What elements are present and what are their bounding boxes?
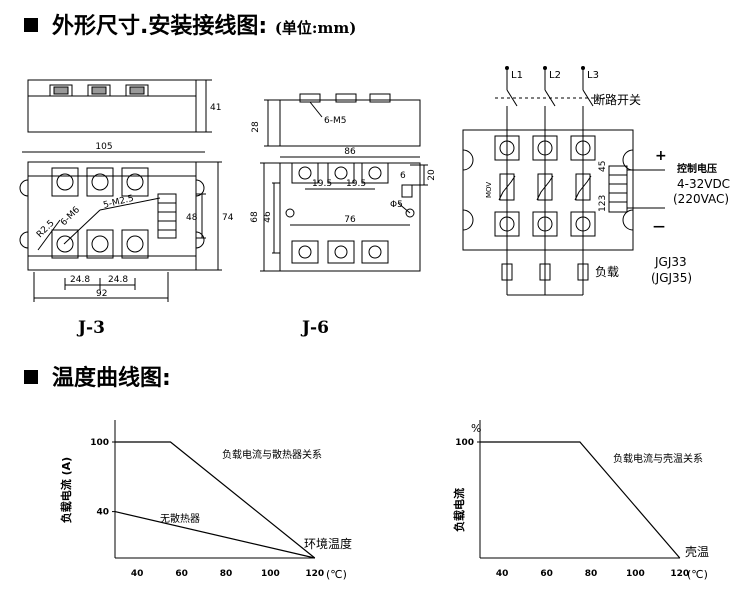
j6-width-dim: 86 bbox=[344, 147, 356, 157]
chart2-x-tick: 40 bbox=[496, 569, 509, 579]
chart1-y-tick: 40 bbox=[96, 508, 109, 518]
chart2-x-tick: 80 bbox=[585, 569, 598, 579]
unit-label: (单位:mm) bbox=[274, 19, 357, 37]
minus-sign: — bbox=[653, 219, 665, 233]
chart1-x-tick: 120 bbox=[305, 569, 324, 579]
j3-drawing: 41 105 48 74 24.8 24.8 92 R2.5 6-M6 5-M2… bbox=[19, 79, 234, 302]
chart2-x-tick: 60 bbox=[540, 569, 553, 579]
chart2-x-tick: 100 bbox=[626, 569, 645, 579]
chart2-x-tick: 120 bbox=[670, 569, 689, 579]
section-title: 外形尺寸.安装接线图: bbox=[52, 14, 268, 39]
bullet-icon bbox=[24, 18, 38, 32]
j3-m6-label: 6-M6 bbox=[59, 205, 82, 228]
j6-pitch-1: 19.5 bbox=[312, 179, 332, 189]
chart2-series-line-0 bbox=[480, 441, 681, 559]
chart1-y-label: 负载电流 (A) bbox=[60, 457, 73, 523]
breaker-label: 断路开关 bbox=[593, 92, 641, 107]
chart1-x-tick: 100 bbox=[261, 569, 280, 579]
j6-drawing: 28 6-M5 86 6 19.5 19.5 20 Φ5 68 46 76 bbox=[250, 93, 437, 272]
chart1-y-tick: 100 bbox=[90, 438, 109, 448]
phase-label-l1: L1 bbox=[511, 70, 523, 81]
control-voltage-ac: (220VAC) bbox=[673, 192, 729, 206]
control-voltage-dc: 4-32VDC bbox=[677, 177, 730, 191]
chart2-x-unit: (℃) bbox=[687, 568, 708, 581]
chart1-series-line-1 bbox=[114, 511, 315, 559]
j3-caption: J-3 bbox=[78, 318, 105, 338]
model-number: JGJ33 bbox=[654, 255, 687, 269]
chart2-y-label: 负载电流 bbox=[452, 488, 466, 532]
chart2-annotation-relation: 负载电流与壳温关系 bbox=[613, 452, 703, 465]
plus-sign: + bbox=[655, 148, 667, 164]
chart1-x-tick: 80 bbox=[220, 569, 233, 579]
section-heading-temperature: 温度曲线图: bbox=[24, 360, 171, 392]
chart1-x-tick: 40 bbox=[131, 569, 144, 579]
j6-76-dim: 76 bbox=[344, 215, 356, 225]
section-title-temperature: 温度曲线图: bbox=[52, 366, 171, 391]
j3-width-dim: 105 bbox=[95, 142, 112, 152]
wiring-diagram: L1 L2 L3 断路开关 + — 控制电压 4-32VDC (220VAC) … bbox=[462, 66, 730, 296]
section-heading-dimensions: 外形尺寸.安装接线图: (单位:mm) bbox=[24, 8, 356, 40]
j3-bottom-dim: 92 bbox=[96, 289, 107, 299]
j3-right-inner-dim: 48 bbox=[186, 213, 198, 223]
model-number-alt: (JGJ35) bbox=[651, 271, 692, 285]
j6-pitch-2: 19.5 bbox=[346, 179, 366, 189]
chart1-annotation-ambient: 环境温度 bbox=[304, 536, 352, 551]
chart2-y-tick: 100 bbox=[455, 438, 474, 448]
j3-pitch-2: 24.8 bbox=[108, 275, 128, 285]
j6-m5-label: 6-M5 bbox=[324, 116, 346, 126]
chart-case-temp: 40 60 80 100 120 100 % 负载电流 (℃) 负载电流与壳温关系 壳温 bbox=[452, 420, 709, 581]
j6-hole-dim: Φ5 bbox=[390, 200, 403, 210]
j6-left-outer-dim: 68 bbox=[250, 211, 260, 223]
load-label: 负载 bbox=[595, 265, 619, 279]
mov-label: MOV bbox=[485, 182, 493, 198]
j6-six-dim: 6 bbox=[400, 171, 406, 181]
chart2-annotation-case: 壳温 bbox=[685, 545, 709, 559]
j6-left-inner-dim: 46 bbox=[263, 211, 273, 223]
chart1-x-tick: 60 bbox=[175, 569, 188, 579]
chart1-annotation-no-heatsink: 无散热器 bbox=[160, 512, 200, 525]
j3-right-outer-dim: 74 bbox=[222, 213, 234, 223]
j6-height-dim: 28 bbox=[251, 121, 261, 133]
phase-label-l2: L2 bbox=[549, 70, 561, 81]
j6-caption: J-6 bbox=[302, 318, 329, 338]
bullet-icon bbox=[24, 370, 38, 384]
chart1-series-line-0 bbox=[115, 441, 316, 559]
chart2-y-unit: % bbox=[471, 422, 481, 435]
chart1-annotation-heatsink: 负载电流与散热器关系 bbox=[222, 448, 322, 461]
terminal-label-bottom: 123 bbox=[598, 195, 608, 212]
chart1-x-unit: (℃) bbox=[326, 568, 347, 581]
j3-pitch-1: 24.8 bbox=[70, 275, 90, 285]
control-title: 控制电压 bbox=[677, 162, 717, 175]
j6-twenty-dim: 20 bbox=[427, 169, 437, 181]
j3-height-dim: 41 bbox=[210, 103, 221, 113]
terminal-label-top: 45 bbox=[598, 161, 608, 172]
chart-heatsink: 40 60 80 100 120 40 100 负载电流 (A) (℃) 负载电流与散热器关… bbox=[60, 420, 352, 581]
phase-label-l3: L3 bbox=[587, 70, 599, 81]
